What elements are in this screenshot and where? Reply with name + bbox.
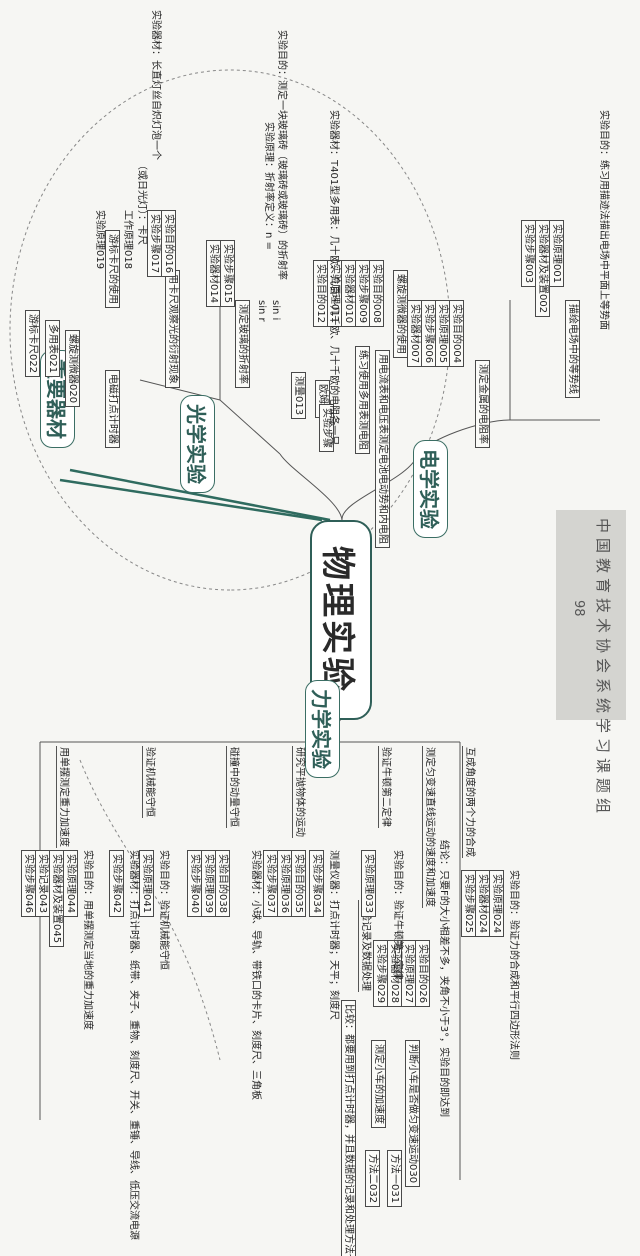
- node-pj-equipment: 实验器材：小球、导轨、带铁口的卡片、刻度尺、三角板: [250, 850, 261, 1100]
- node-micrometer-use[interactable]: 螺旋测微器的使用: [393, 270, 408, 358]
- node-en-principle[interactable]: 实验原理041: [139, 850, 154, 918]
- link-central-equipment: [69, 468, 331, 522]
- node-mm-principle[interactable]: 实验原理039: [201, 850, 216, 918]
- node-caliper-use[interactable]: 游标卡尺的使用: [105, 230, 120, 308]
- node-purpose-008[interactable]: 实验目的008: [369, 260, 384, 328]
- node-momentum-exp[interactable]: 碰撞中的动量守恒: [226, 746, 240, 828]
- node-nw-instruments: 测量仪器：打点计时器；天平；刻度尺: [328, 850, 339, 1020]
- node-pj-steps[interactable]: 实验步骤037: [263, 850, 278, 918]
- dashed-loop: [9, 69, 451, 591]
- node-refraction-exp[interactable]: 测定玻璃的折射率: [235, 300, 250, 388]
- node-steps-003[interactable]: 实验步骤003: [521, 220, 536, 288]
- node-timer[interactable]: 电磁打点计时器: [105, 370, 120, 448]
- branch-optical[interactable]: 光学实验: [180, 395, 215, 493]
- node-acc-purpose[interactable]: 实验目的026: [415, 940, 430, 1008]
- node-multimeter-equipment: 实验器材：T401型多用表：几十欧、几百～几千欧、几十千欧的电阻各一只: [328, 110, 339, 446]
- node-pd-equipment[interactable]: 实验器材及装置045: [49, 850, 64, 948]
- node-purpose-012[interactable]: 实验目的012: [313, 260, 328, 328]
- node-en-steps[interactable]: 实验步骤042: [109, 850, 124, 918]
- node-refraction-purpose: 实验目的：测定一块玻璃砖（玻璃砖或玻璃砖）的折射率: [276, 30, 287, 280]
- node-steps-015[interactable]: 实验步骤015: [220, 240, 235, 308]
- node-nw-purpose: 实验目的：验证牛顿第二定律: [392, 850, 403, 980]
- node-pd-steps[interactable]: 实验步骤046: [21, 850, 36, 918]
- node-steps-017[interactable]: 实验步骤017: [147, 210, 162, 278]
- branch-electric[interactable]: 电学实验: [413, 440, 448, 538]
- node-fc-conclusion: 结论：只要F的大小相差不多，夹角不小于3°，实验目的即达到: [438, 840, 449, 1118]
- node-pd-purpose: 实验目的：用单摆测定当地的重力加速度: [82, 850, 93, 1030]
- node-nw-steps[interactable]: 实验步骤034: [309, 850, 324, 918]
- footer-band: 中国教育技术协会系统学习课题组 98: [556, 510, 626, 818]
- node-method-2[interactable]: 方法二032: [365, 1150, 380, 1208]
- node-steps-006[interactable]: 实验步骤006: [421, 300, 436, 368]
- node-force-composition[interactable]: 互成角度的两个力的合成: [462, 746, 476, 858]
- node-emf-exp[interactable]: 用电流表和电压表测定电池电动势和内电阻: [375, 350, 390, 548]
- node-pd-record[interactable]: 实验记录043: [35, 850, 50, 918]
- node-pj-purpose[interactable]: 实验目的035: [291, 850, 306, 918]
- node-newton-exp[interactable]: 验证牛顿第二定律: [378, 746, 392, 828]
- node-fc-purpose: 实验目的：验证力的合成和平行四边形法则: [508, 870, 519, 1060]
- node-principle-001[interactable]: 实验原理001: [549, 220, 564, 288]
- node-equipment-014[interactable]: 实验器材014: [206, 240, 221, 308]
- page-number: 98: [571, 600, 586, 617]
- node-fc-principle[interactable]: 实验原理024: [489, 870, 504, 938]
- node-mm-purpose[interactable]: 实验目的038: [215, 850, 230, 918]
- node-acc-compare[interactable]: 比较：都要用到打点计时器，并且数据的记录和处理方法也类似: [341, 1000, 356, 1256]
- node-purpose-016[interactable]: 实验目的016: [161, 210, 176, 278]
- node-resist-exp[interactable]: 测定金属的电阻率: [475, 360, 490, 448]
- node-pd-principle[interactable]: 实验原理044: [63, 850, 78, 918]
- node-equipotential-exp[interactable]: 描绘电场中的等势线: [565, 300, 580, 398]
- node-diffraction-equipment: 实验器材：长直灯丝自炽灯泡一个: [150, 10, 161, 160]
- node-purpose-004[interactable]: 实验目的004: [449, 300, 464, 368]
- node-fc-steps[interactable]: 实验步骤025: [461, 870, 476, 938]
- node-pendulum-exp[interactable]: 用单摆测定重力加速度: [56, 746, 70, 848]
- node-multimeter-exp[interactable]: 练习使用多用表测电阻: [355, 346, 370, 454]
- node-en-purpose: 实验目的：验证机械能守恒: [158, 850, 169, 970]
- node-en-equipment: 实验器材：打点计时器、纸带、夹子、重物、刻度尺、开关、重锤、导线、低压交流电源: [128, 850, 139, 1240]
- node-energy-exp[interactable]: 验证机械能守恒: [142, 746, 156, 818]
- node-projectile-exp[interactable]: 研究平抛物体的运动: [292, 746, 306, 838]
- node-equipment-010[interactable]: 实验器材010: [341, 260, 356, 328]
- node-pj-principle[interactable]: 实验原理036: [277, 850, 292, 918]
- node-fc-equipment[interactable]: 实验器材024: [475, 870, 490, 938]
- node-acc-judge[interactable]: 判断小车是否做匀变速运动030: [405, 1040, 420, 1188]
- node-acc-steps[interactable]: 实验步骤029: [373, 940, 388, 1008]
- node-working-principle: 工作原理018: [122, 210, 133, 270]
- node-micrometer-020[interactable]: 螺旋测微器020: [65, 330, 80, 408]
- node-mm-steps[interactable]: 实验步骤040: [187, 850, 202, 918]
- node-method-1[interactable]: 方法一031: [387, 1150, 402, 1208]
- node-measure-013[interactable]: 测量013: [291, 372, 306, 420]
- publication-label: 中国教育技术协会系统学习课题组: [594, 518, 612, 819]
- node-refraction-principle: 实验原理：折射率定义：n =: [263, 122, 274, 250]
- node-caliper-022[interactable]: 游标卡尺022: [25, 310, 40, 378]
- node-acc-measure[interactable]: 测定小车的加速度: [371, 1040, 386, 1128]
- node-equip-002[interactable]: 实验器材及装置002: [535, 220, 550, 318]
- node-light-source: （或日光灯）：卡尺: [136, 160, 147, 245]
- link-central-optical: [279, 453, 343, 521]
- node-interference-exp[interactable]: 用卡尺观察光的衍射现象: [165, 270, 180, 388]
- node-equipotential-purpose: 实验目的：练习用描迹法描出电场中平面上等势面: [598, 110, 609, 330]
- node-equipment-007[interactable]: 实验器材007: [407, 300, 422, 368]
- node-acceleration-exp[interactable]: 测定匀变速直线运动的速度和加速度: [422, 746, 436, 908]
- formula-denominator: sin r: [256, 300, 267, 322]
- node-principle-005[interactable]: 实验原理005: [435, 300, 450, 368]
- node-principle-019: 实验原理019: [94, 210, 105, 270]
- node-nw-principle[interactable]: 实验原理033: [361, 850, 376, 918]
- node-multimeter-021[interactable]: 多用表021: [45, 320, 60, 378]
- branch-mechanical[interactable]: 力学实验: [305, 680, 340, 778]
- formula-numerator: sin i: [270, 300, 281, 321]
- node-steps-009[interactable]: 实验步骤009: [355, 260, 370, 328]
